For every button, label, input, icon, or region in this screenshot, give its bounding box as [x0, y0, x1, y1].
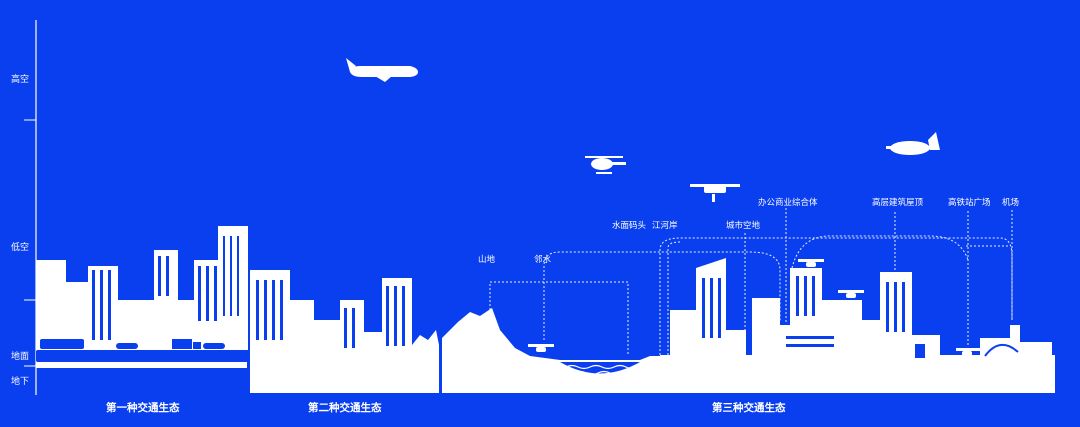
- subway-icon: [70, 370, 130, 377]
- poi-office-complex-label: 办公商业综合体: [758, 197, 818, 207]
- poi-rooftop-label: 高层建筑屋顶: [872, 197, 924, 207]
- altitude-low-label: 低空: [11, 241, 29, 252]
- landing-drone-icon: [528, 344, 554, 352]
- helicopter-icon: [585, 156, 626, 174]
- car-icon: [116, 343, 138, 349]
- poi-airport-label: 机场: [1002, 197, 1019, 207]
- poi-waterside-label: 邻水: [534, 254, 552, 264]
- poi-riverbank-label: 江河岸: [652, 220, 678, 230]
- bus-icon: [40, 339, 84, 349]
- mountain-landscape: [442, 308, 670, 393]
- car-icon: [203, 343, 225, 349]
- rooftop-drone-icon: [798, 259, 824, 267]
- section-third-label: 第三种交通生态: [712, 401, 786, 414]
- evtol-icon: [886, 132, 940, 155]
- altitude-underground-label: 地下: [11, 375, 29, 386]
- airliner-icon: [346, 58, 418, 82]
- section-labels: 第一种交通生态 第二种交通生态 第三种交通生态: [106, 401, 786, 414]
- poi-rail-station-label: 高铁站广场: [948, 197, 991, 207]
- poi-labels: 山地 邻水 水面码头 江河岸 城市空地 办公商业综合体 高层建筑屋顶 高铁站广场…: [478, 197, 1019, 264]
- section-second-label: 第二种交通生态: [308, 401, 382, 414]
- poi-mountain-label: 山地: [478, 254, 496, 264]
- landing-drone-icon: [956, 348, 980, 356]
- altitude-high-label: 高空: [11, 73, 29, 84]
- drone-icon: [690, 184, 740, 202]
- altitude-axis: 高空 低空 地面 地下: [11, 20, 36, 395]
- rooftop-drone-icon: [838, 290, 864, 298]
- section-first-label: 第一种交通生态: [106, 401, 180, 414]
- poi-city-airspace-label: 城市空地: [726, 220, 761, 230]
- altitude-ground-label: 地面: [11, 350, 29, 361]
- poi-pier-label: 水面码头: [612, 220, 647, 230]
